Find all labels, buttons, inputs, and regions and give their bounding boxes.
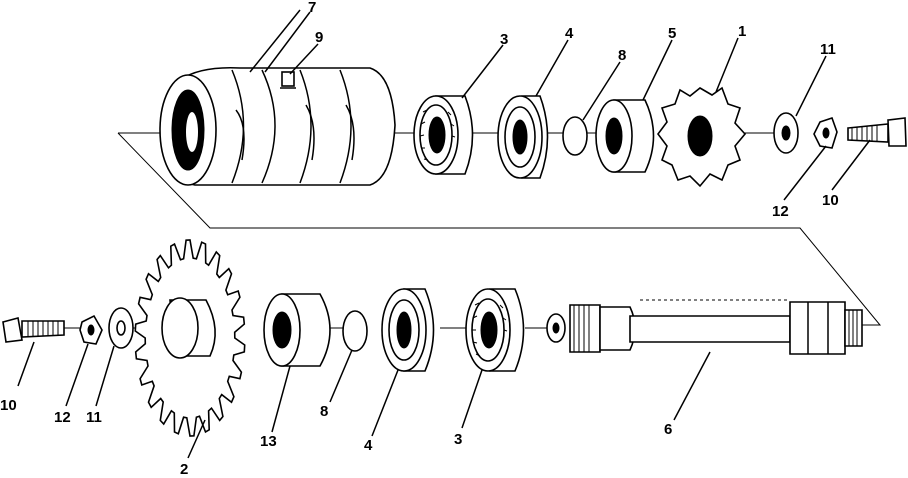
part-7-drive-housing	[159, 66, 396, 186]
callout-7: 7	[308, 0, 316, 16]
callout-11-bottom: 11	[86, 409, 102, 426]
part-8-oring-top	[562, 116, 588, 156]
part-10-bolt-bottom	[2, 317, 65, 343]
callout-10-bottom: 10	[0, 397, 17, 414]
part-6-drive-shaft	[546, 299, 863, 355]
part-12-lockwasher-top	[813, 116, 838, 149]
callout-10-top: 10	[822, 192, 839, 209]
callout-8-bottom: 8	[320, 403, 328, 420]
part-3-bearing-top	[413, 95, 474, 175]
callout-labels: 7 9 3 4 5 8 1 11 12 10 10 12 11 2 13 8 4…	[0, 0, 839, 478]
leader-lines	[17, 9, 871, 459]
callout-8-top: 8	[618, 47, 626, 64]
callout-9: 9	[315, 29, 323, 46]
callout-12-top: 12	[772, 203, 789, 220]
callout-1: 1	[738, 23, 746, 40]
part-11-washer-bottom	[108, 307, 134, 349]
part-2-large-sprocket	[134, 239, 246, 437]
part-3-bearing-bottom	[465, 288, 525, 372]
callout-5: 5	[668, 25, 676, 42]
callout-11-top: 11	[820, 41, 836, 58]
part-12-lockwasher-bottom	[79, 314, 103, 345]
callout-4-bottom: 4	[364, 437, 373, 454]
part-5-spacer	[595, 99, 655, 173]
callout-13: 13	[260, 433, 277, 450]
callout-3-bottom: 3	[454, 431, 462, 448]
part-10-bolt-top	[847, 117, 907, 147]
callout-2: 2	[180, 461, 188, 478]
callout-3-top: 3	[500, 31, 508, 48]
part-4-race-top	[497, 95, 549, 179]
part-4-race-bottom	[381, 288, 435, 372]
callout-6: 6	[664, 421, 672, 438]
part-1-small-sprocket	[657, 86, 747, 188]
part-11-washer-top	[773, 112, 799, 154]
part-13-spacer	[263, 293, 331, 367]
callout-12-bottom: 12	[54, 409, 71, 426]
part-8-oring-bottom	[342, 310, 368, 352]
callout-4-top: 4	[565, 25, 574, 42]
